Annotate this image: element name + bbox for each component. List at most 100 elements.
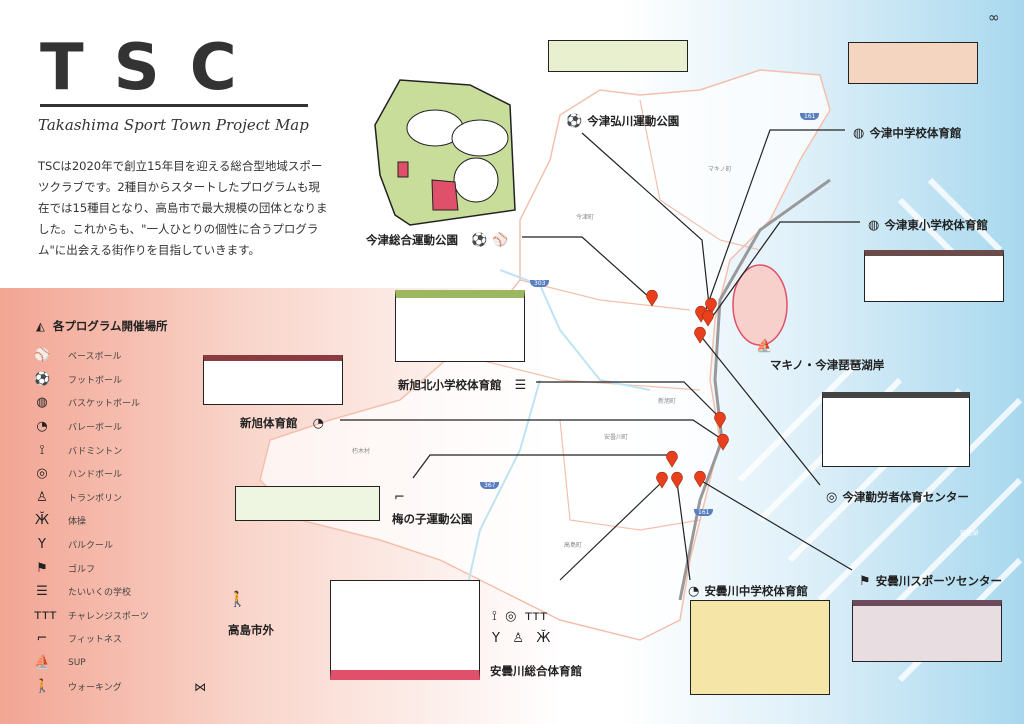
pe-school-icon: ☰	[36, 584, 48, 600]
imazu-hirokawa-drawing	[548, 40, 688, 72]
map-pin[interactable]	[671, 471, 683, 489]
volleyball-icon: ◔	[36, 419, 48, 435]
basketball-icon: ◍	[853, 126, 865, 141]
basketball-icon: ◍	[36, 395, 48, 411]
gymnastics-icon: Ӂ	[536, 631, 551, 646]
venue-outside-city[interactable]: 高島市外	[228, 623, 274, 637]
handball-icon: ◎	[36, 466, 48, 482]
city-boundary	[259, 69, 831, 641]
imazu-kinrosha-drawing	[822, 392, 970, 467]
soccer-icon: ⚽	[471, 233, 488, 248]
logo-divider	[40, 104, 308, 107]
map-pin[interactable]	[702, 309, 714, 327]
legend-label: フィットネス	[68, 635, 122, 646]
legend-label: ウォーキング	[68, 682, 122, 693]
golf-icon: ⚑	[859, 574, 871, 589]
map-pin[interactable]	[646, 289, 658, 307]
challenge-sports-icon: ттт	[34, 607, 57, 623]
map-subtitle: Takashima Sport Town Project Map	[38, 116, 309, 134]
venue-shinasahi-gym[interactable]: 新旭体育館 ◔	[240, 416, 324, 431]
legend-item: 🚶ウォーキング	[34, 674, 149, 698]
basketball-icon: ◍	[868, 218, 880, 233]
imazu-jhs-drawing	[848, 42, 978, 84]
legend-item: ⚑ゴルフ	[34, 556, 149, 580]
venue-adogawa-sports[interactable]: ⚑ 安曇川スポーツセンター	[859, 574, 1003, 589]
town-label-kutsuki: 朽木村	[352, 448, 371, 455]
adogawa-jhs-drawing	[690, 600, 830, 695]
sup-icon: ⛵	[756, 339, 773, 354]
fitness-icon: ⌐	[394, 490, 405, 505]
sup-icon: ⛵	[34, 655, 51, 671]
town-border	[479, 359, 701, 391]
map-pin[interactable]	[666, 450, 678, 468]
legend-item: ⛵ SUP	[34, 651, 149, 675]
railway	[678, 178, 831, 601]
baseball-icon: ⚾	[492, 233, 509, 248]
map-pin[interactable]	[714, 411, 726, 429]
lakeshore-area	[732, 264, 788, 346]
legend-label: チャレンジスポーツ	[68, 611, 149, 622]
route-161-marker: 161	[694, 509, 714, 516]
venue-imazu-kinrosha[interactable]: ◎ 今津勤労者体育センター	[826, 490, 969, 505]
parkour-icon: Y	[492, 631, 500, 646]
venue-imazu-hirokawa[interactable]: ⚽ 今津弘川運動公園	[566, 114, 680, 129]
route-367-marker: 367	[480, 482, 500, 489]
soccer-icon: ⚽	[34, 371, 51, 387]
legend-label: ハンドボール	[68, 470, 123, 481]
venue-imazu-higashi-es[interactable]: ◍ 今津東小学校体育館	[868, 218, 988, 233]
gymnastics-icon: Ӂ	[34, 513, 49, 529]
map-pin[interactable]	[717, 433, 729, 451]
challenge-sports-icon: ттт	[524, 609, 548, 624]
club-description: TSCは2020年で創立15年目を迎える総合型地域スポーツクラブです。2種目から…	[38, 159, 328, 257]
venue-umenoko[interactable]: 梅の子運動公園	[392, 512, 473, 526]
town-border	[639, 99, 761, 251]
legend-label: ゴルフ	[68, 564, 96, 575]
legend-label: ベースボール	[68, 352, 122, 363]
adogawa-sogo-icons: ⟟ ◎ ттт Y ♙ Ӂ	[492, 606, 562, 650]
legend-item: ♙トランポリン	[34, 486, 149, 510]
town-label-imazu: 今津町	[576, 214, 595, 221]
pe-school-icon: ☰	[514, 378, 527, 393]
venue-imazu-sogo[interactable]: 今津総合運動公園 ⚽ ⚾	[366, 233, 509, 248]
bowtie-decoration: ⋈	[194, 680, 206, 694]
legend-label: バスケットボール	[68, 399, 141, 410]
venue-makino-lakeshore[interactable]: マキノ・今津琵琶湖岸	[770, 358, 885, 372]
legend-label: たいいくの学校	[68, 588, 132, 599]
legend-item: ⚾ベースボール	[34, 344, 149, 368]
legend-label: フットボール	[68, 375, 123, 386]
soccer-icon: ⚽	[566, 114, 583, 129]
map-pin[interactable]	[694, 470, 706, 488]
walking-icon: 🚶	[228, 590, 247, 608]
trampoline-icon: ♙	[512, 631, 525, 646]
river	[499, 269, 651, 391]
town-border	[559, 419, 701, 531]
legend-item: ◔バレーボール	[34, 415, 149, 439]
handball-icon: ◎	[505, 609, 517, 624]
legend-item: ттт チャレンジスポーツ	[34, 604, 149, 628]
volleyball-icon: ◔	[312, 416, 324, 431]
badminton-icon: ⟟	[492, 609, 497, 624]
shinasahi-gym-drawing	[203, 355, 343, 405]
legend-label: SUP	[68, 657, 86, 668]
map-pin[interactable]	[656, 471, 668, 489]
venue-adogawa-jhs[interactable]: ◔ 安曇川中学校体育館	[688, 584, 808, 599]
venue-shinasahi-kita-es[interactable]: 新旭北小学校体育館 ☰	[398, 378, 527, 393]
handball-icon: ◎	[826, 490, 838, 505]
river	[459, 379, 541, 621]
adogawa-sports-drawing	[852, 600, 1002, 662]
venue-adogawa-sogo[interactable]: 安曇川総合体育館	[490, 664, 582, 678]
legend-item: ⌐ フィットネス	[34, 627, 149, 651]
leader-lines	[340, 129, 860, 581]
venue-imazu-jhs[interactable]: ◍ 今津中学校体育館	[853, 126, 962, 141]
shuttlecock-fan-icon: ◭	[36, 319, 45, 333]
map-pin[interactable]	[694, 326, 706, 344]
fitness-icon: ⌐	[36, 631, 48, 647]
town-label-shinasahi: 新旭町	[658, 398, 677, 405]
town-label-takashima: 高島町	[564, 542, 583, 549]
adogawa-sogo-drawing	[330, 580, 480, 680]
legend-label: パルクール	[68, 541, 114, 552]
map-pin[interactable]	[705, 297, 717, 315]
